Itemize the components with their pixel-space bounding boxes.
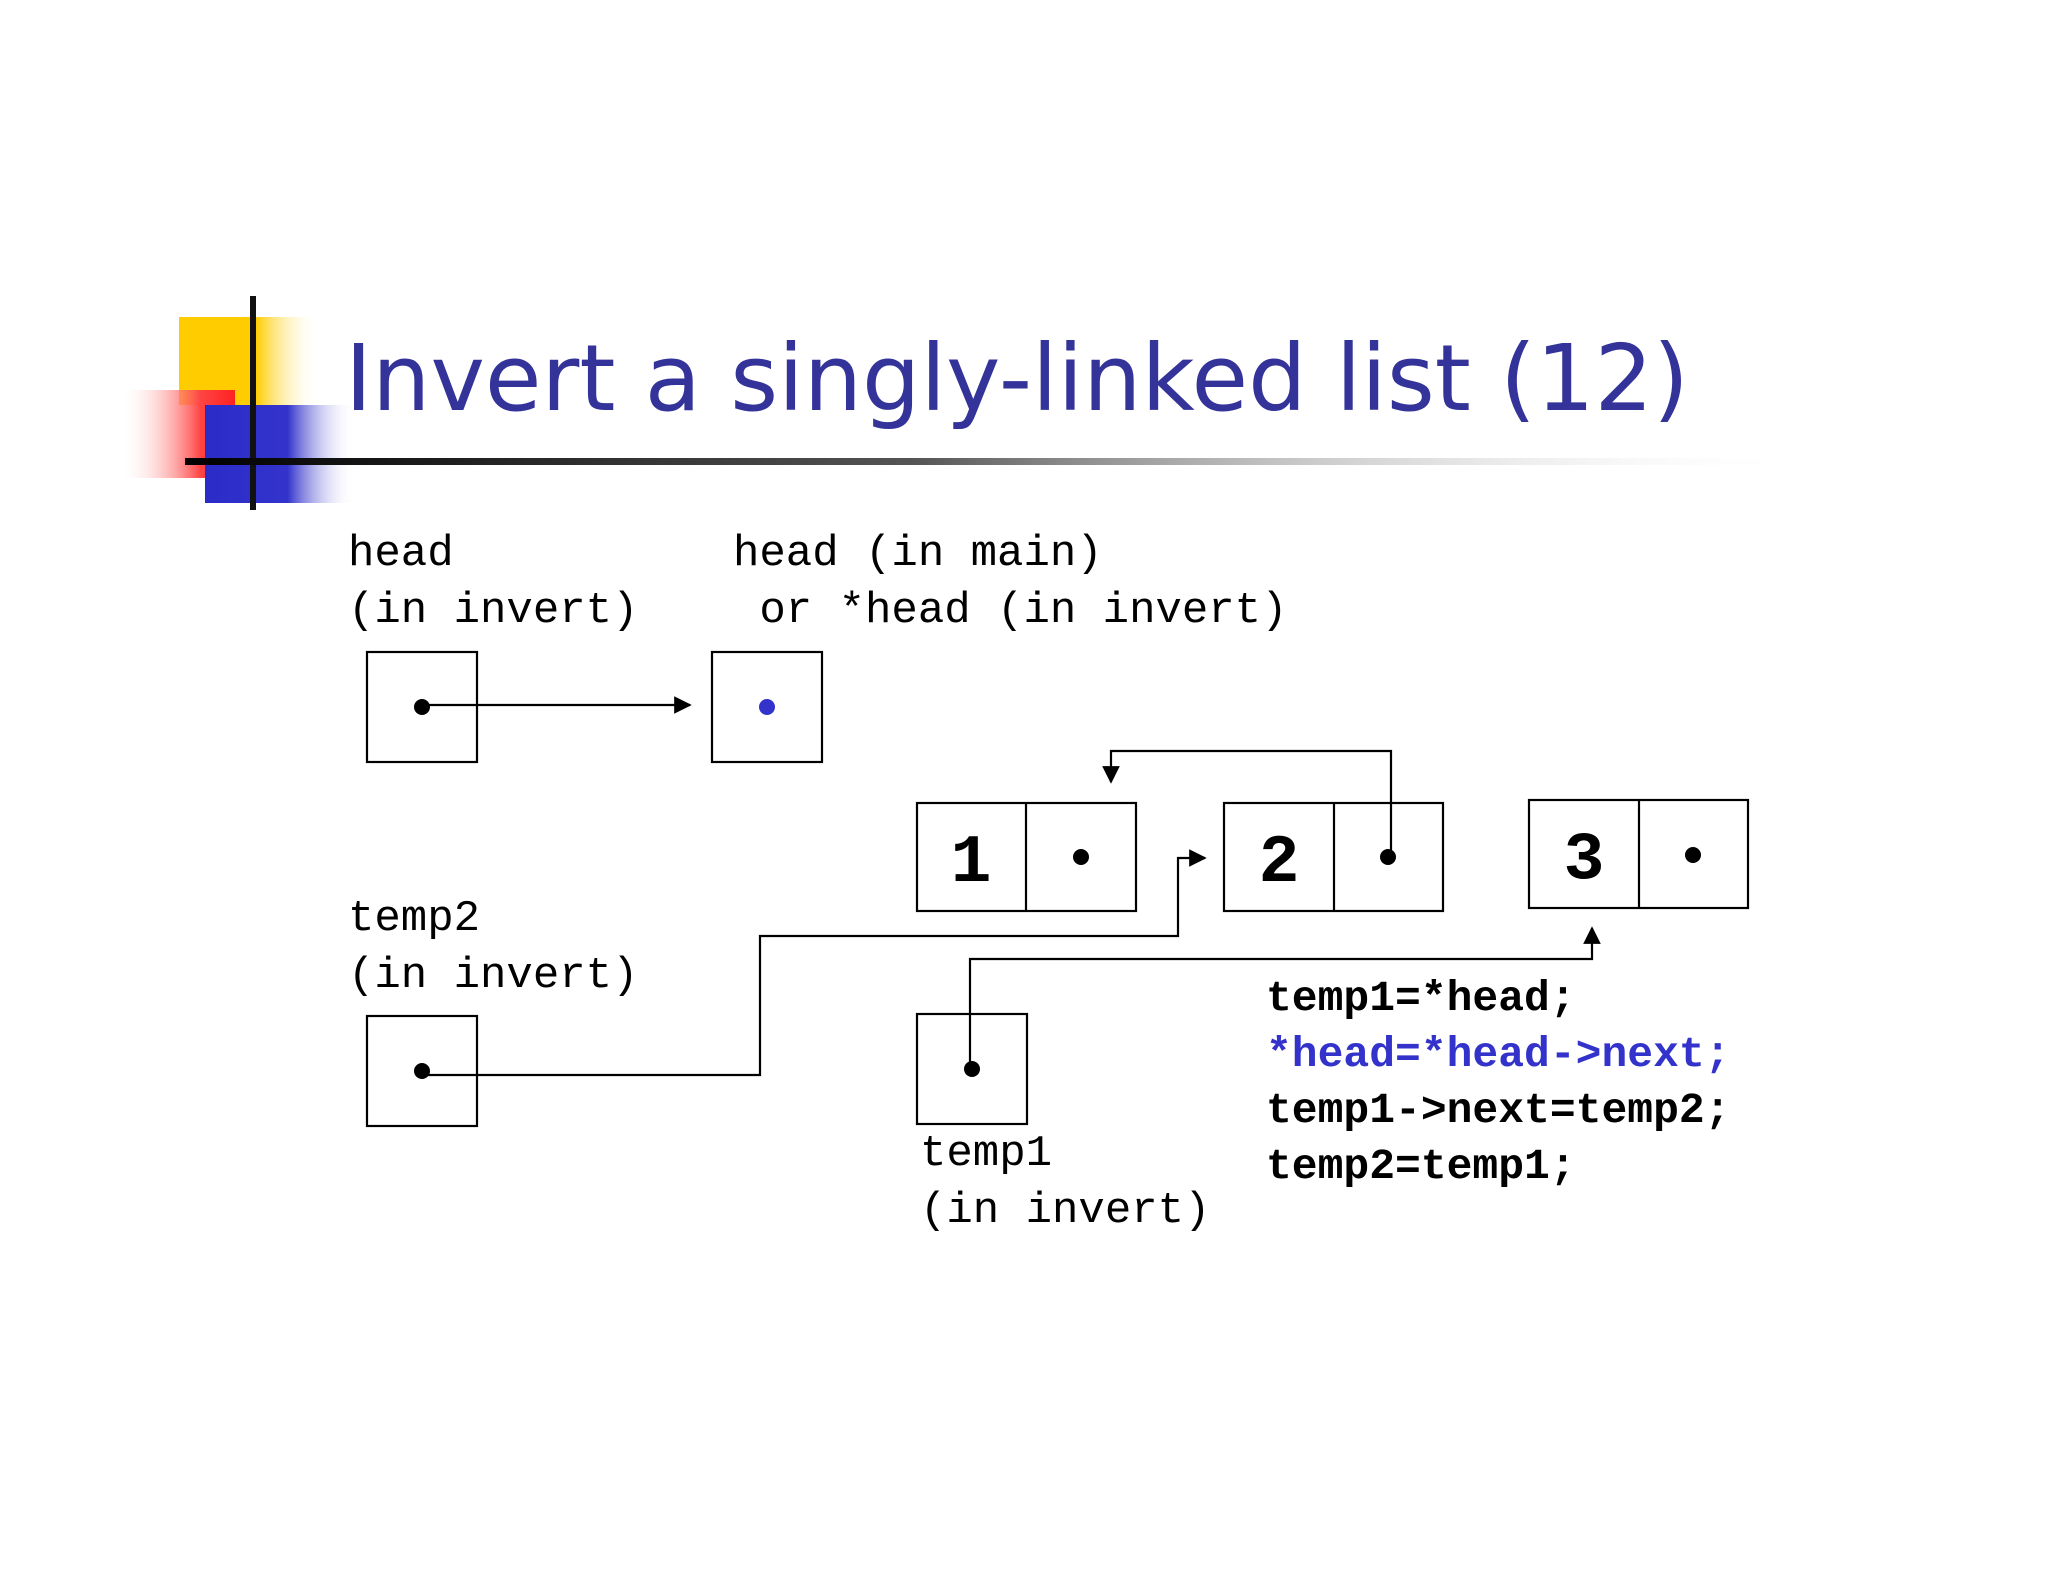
code-line-1: temp1=*head; (1266, 974, 1576, 1023)
list-node-3-value: 3 (1564, 822, 1605, 899)
label-temp1-line2: (in invert) (920, 1186, 1210, 1236)
title-rule (185, 458, 1810, 465)
temp1-pointer-dot (964, 1061, 980, 1077)
label-temp2-line2: (in invert) (348, 951, 638, 1001)
head-invert-box (365, 650, 479, 764)
head-main-box (710, 650, 824, 764)
blue-square (205, 405, 355, 503)
temp1-box (915, 1012, 1029, 1126)
temp2-pointer-dot (414, 1063, 430, 1079)
list-node-2: 2 (1222, 801, 1445, 913)
title-ornament (120, 296, 1810, 510)
label-head-main: head (in main) or *head (in invert) (733, 529, 1288, 636)
list-node-2-value: 2 (1259, 825, 1300, 902)
label-head-main-line1: head (in main) (733, 529, 1103, 579)
label-head-invert-line1: head (348, 529, 454, 579)
arrow-temp2-to-node2 (422, 849, 1207, 1077)
label-temp1: temp1 (in invert) (920, 1129, 1210, 1236)
list-node-1-next-dot (1073, 849, 1089, 865)
label-temp2: temp2 (in invert) (348, 894, 638, 1001)
slide-title: Invert a singly-linked list (12) (345, 325, 1689, 432)
list-node-3: 3 (1527, 798, 1750, 910)
list-node-1: 1 (915, 801, 1138, 913)
list-node-2-next-dot (1380, 849, 1396, 865)
label-temp1-line1: temp1 (920, 1129, 1052, 1179)
list-node-1-value: 1 (951, 825, 992, 902)
arrow-node2-to-node1 (1102, 749, 1393, 857)
arrow-temp1-to-node3 (968, 926, 1601, 1069)
list-node-3-next-dot (1685, 847, 1701, 863)
label-head-main-line2: or *head (in invert) (733, 586, 1288, 636)
head-invert-box-frame (365, 650, 479, 764)
temp2-box-frame (365, 1014, 479, 1128)
code-line-3: temp1->next=temp2; (1266, 1086, 1730, 1135)
code-line-2: *head=*head->next; (1266, 1030, 1730, 1079)
code-line-4: temp2=temp1; (1266, 1142, 1576, 1191)
head-main-pointer-dot (759, 699, 775, 715)
head-invert-pointer-dot (414, 699, 430, 715)
label-head-invert: head (in invert) (348, 529, 638, 636)
label-temp2-line1: temp2 (348, 894, 480, 944)
code-block: temp1=*head; *head=*head->next; temp1->n… (1266, 974, 1730, 1191)
temp1-box-frame (915, 1012, 1029, 1126)
label-head-invert-line2: (in invert) (348, 586, 638, 636)
head-main-box-frame (710, 650, 824, 764)
